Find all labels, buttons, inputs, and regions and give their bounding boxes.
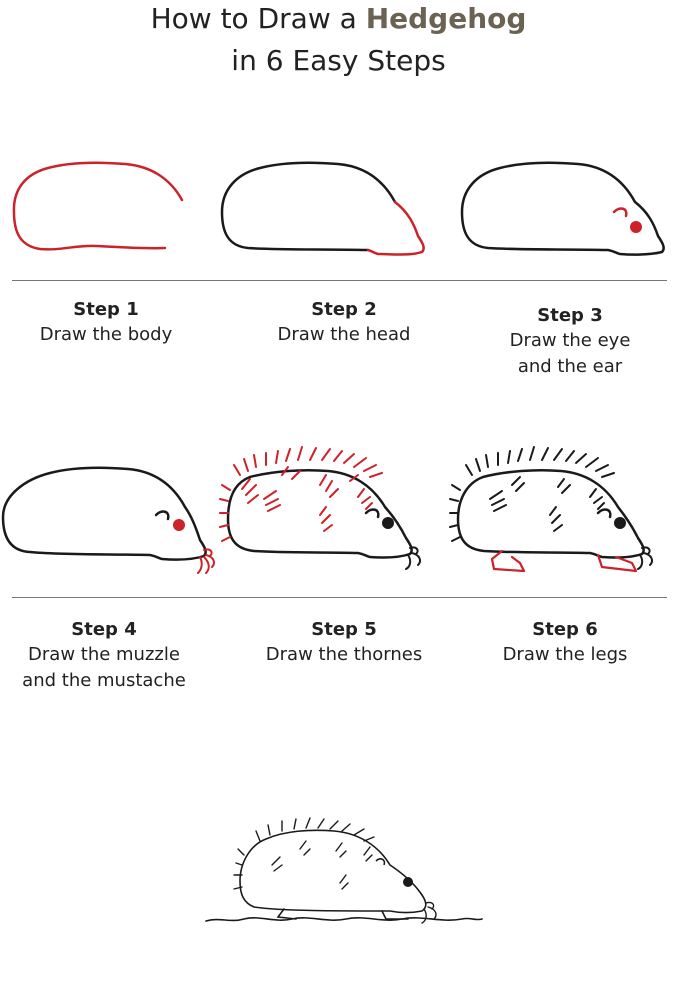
step-4-drawing xyxy=(0,455,230,575)
page-title: How to Draw a Hedgehog xyxy=(0,2,677,36)
step-description: Draw the eye and the ear xyxy=(509,330,631,377)
step-description: Draw the legs xyxy=(502,644,628,665)
legs xyxy=(490,549,638,573)
step-5-drawing xyxy=(219,445,450,575)
step-6-drawing xyxy=(449,445,677,585)
step-6-label: Step 6 Draw the legs xyxy=(465,618,665,668)
title-highlight: Hedgehog xyxy=(365,2,527,35)
final-hedgehog-drawing xyxy=(200,815,490,935)
step-2-drawing xyxy=(210,150,440,270)
row-divider-1 xyxy=(12,280,667,281)
step-1-label: Step 1 Draw the body xyxy=(6,298,206,348)
body-outline xyxy=(460,161,665,256)
step-1-drawing xyxy=(0,150,200,270)
step-number: Step 1 xyxy=(73,299,139,320)
step-number: Step 3 xyxy=(537,305,603,326)
thorns xyxy=(219,446,383,542)
step-3-drawing xyxy=(450,150,677,270)
ear-curve xyxy=(375,858,386,866)
muzzle-and-whiskers xyxy=(197,548,215,574)
eye-dot xyxy=(173,519,185,531)
step-description: Draw the muzzle and the mustache xyxy=(22,644,186,691)
body-outline xyxy=(1,466,207,561)
ear-curve xyxy=(596,508,612,519)
step-3-label: Step 3 Draw the eye and the ear xyxy=(470,304,670,380)
body-outline xyxy=(12,161,184,251)
head-outline xyxy=(366,200,425,256)
step-4-label: Step 4 Draw the muzzle and the mustache xyxy=(4,618,204,694)
step-number: Step 5 xyxy=(311,619,377,640)
step-description: Draw the thornes xyxy=(265,644,423,665)
body-outline xyxy=(220,161,397,252)
thorns xyxy=(233,817,375,890)
page-subtitle: in 6 Easy Steps xyxy=(231,44,446,77)
whiskers xyxy=(421,901,437,924)
eye-dot xyxy=(614,517,626,529)
step-number: Step 6 xyxy=(532,619,598,640)
body-outline xyxy=(239,829,427,914)
ground-line xyxy=(205,917,483,922)
whiskers xyxy=(405,546,421,570)
step-description: Draw the body xyxy=(39,324,173,345)
step-5-label: Step 5 Draw the thornes xyxy=(244,618,444,668)
whiskers xyxy=(637,546,653,570)
ear-curve xyxy=(154,510,170,521)
step-2-label: Step 2 Draw the head xyxy=(244,298,444,348)
step-number: Step 4 xyxy=(71,619,137,640)
eye-dot xyxy=(630,221,642,233)
title-prefix: How to Draw a xyxy=(150,2,366,35)
ear-curve xyxy=(612,207,628,218)
ear-curve xyxy=(364,508,380,519)
thorns xyxy=(449,446,615,542)
step-description: Draw the head xyxy=(277,324,411,345)
eye-dot xyxy=(382,517,394,529)
step-number: Step 2 xyxy=(311,299,377,320)
row-divider-2 xyxy=(12,597,667,598)
eye-dot xyxy=(403,877,413,887)
